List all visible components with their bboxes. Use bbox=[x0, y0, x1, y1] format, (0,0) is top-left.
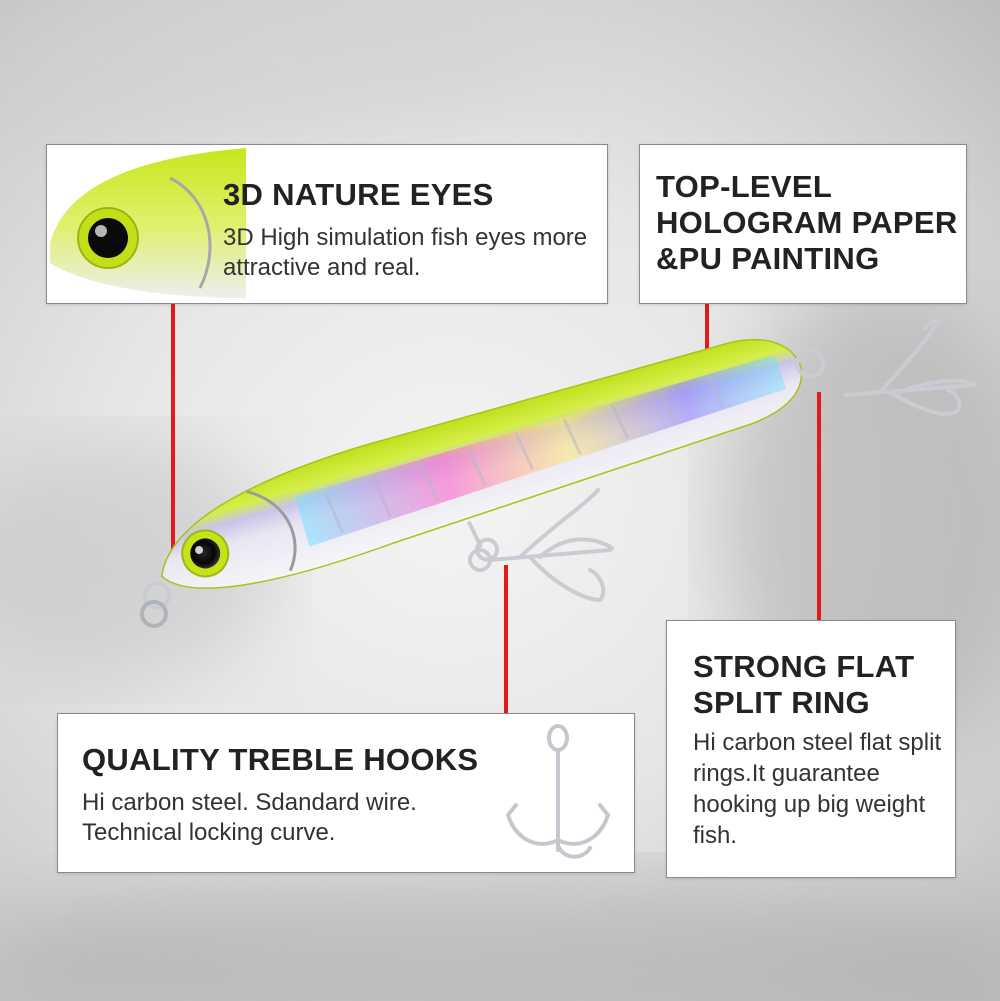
callout-description: Hi carbon steel. Sdandard wire. Technica… bbox=[82, 789, 417, 846]
treble-hook-image bbox=[505, 724, 611, 859]
callout-description: Hi carbon steel flat split rings.It guar… bbox=[693, 729, 942, 849]
callout-split-ring: STRONG FLAT SPLIT RING Hi carbon steel f… bbox=[666, 620, 956, 878]
callout-nature-eyes: 3D NATURE EYES 3D High simulation fish e… bbox=[46, 144, 608, 304]
leader-line-hologram bbox=[705, 303, 709, 375]
leader-line-hooks bbox=[504, 565, 508, 713]
callout-hologram-paper: TOP-LEVEL HOLOGRAM PAPER &PU PAINTING bbox=[639, 144, 967, 304]
callout-title: TOP-LEVEL HOLOGRAM PAPER &PU PAINTING bbox=[656, 169, 958, 276]
leader-line-eyes bbox=[171, 303, 175, 558]
callout-treble-hooks: QUALITY TREBLE HOOKS Hi carbon steel. Sd… bbox=[57, 713, 635, 873]
leader-line-split-ring bbox=[817, 392, 821, 620]
eye-closeup-image bbox=[50, 148, 246, 301]
callout-description: 3D High simulation fish eyes more attrac… bbox=[223, 224, 588, 281]
callout-title: STRONG FLAT SPLIT RING bbox=[693, 649, 915, 720]
callout-title: QUALITY TREBLE HOOKS bbox=[82, 742, 479, 777]
callout-title: 3D NATURE EYES bbox=[223, 177, 494, 212]
